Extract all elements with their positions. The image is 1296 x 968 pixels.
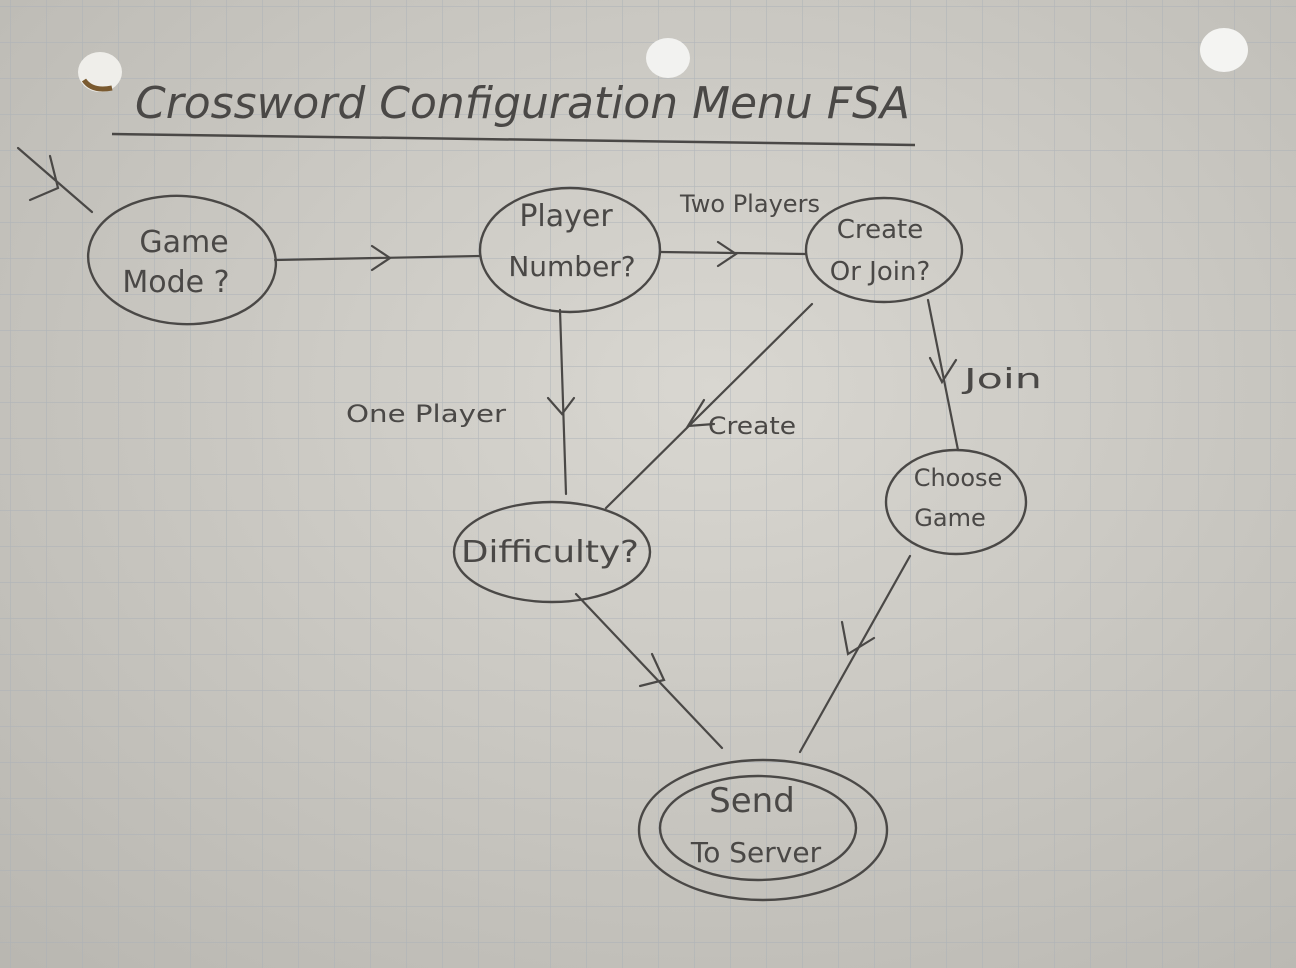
states [86, 186, 1028, 902]
state-player-number-line1: Player [519, 199, 613, 234]
edge-choose-game-to-send [798, 554, 912, 754]
state-labels: Game Mode ? Player Number? Create Or Joi… [122, 199, 1002, 869]
state-choose-game [884, 448, 1028, 556]
state-send-to-server-line2: To Server [690, 836, 822, 869]
state-difficulty-line1: Difficulty? [461, 535, 639, 570]
edge-create-or-join-to-difficulty [604, 302, 814, 510]
label-one-player: One Player [346, 400, 506, 428]
diagram-title: Crossword Configuration Menu FSA [135, 78, 910, 129]
state-game-mode-line1: Game [139, 225, 228, 260]
label-join: Join [961, 362, 1042, 395]
state-game-mode [86, 194, 278, 326]
initial-arrow [16, 146, 94, 214]
title-underline [111, 132, 916, 147]
edge-player-number-to-create-or-join [658, 240, 808, 268]
state-create-or-join-line2: Or Join? [830, 257, 931, 287]
state-create-or-join [804, 196, 964, 304]
state-send-to-server-outer [637, 758, 889, 902]
state-send-to-server-line1: Send [709, 781, 795, 821]
state-create-or-join-line1: Create [837, 215, 923, 245]
edge-difficulty-to-send [574, 592, 724, 750]
label-two-players: Two Players [679, 190, 820, 218]
label-create: Create [708, 412, 796, 440]
state-player-number [478, 186, 662, 314]
edge-create-or-join-to-choose-game [926, 298, 960, 452]
state-difficulty [452, 500, 652, 604]
punch-hole-left [78, 52, 122, 92]
punch-hole-middle [646, 38, 690, 78]
edge-game-mode-to-player-number [273, 244, 482, 272]
state-choose-game-line1: Choose [914, 464, 1003, 492]
state-player-number-line2: Number? [508, 250, 635, 283]
transitions [16, 146, 960, 754]
state-choose-game-line2: Game [914, 504, 985, 532]
state-game-mode-line2: Mode ? [122, 265, 229, 300]
state-send-to-server-inner [658, 774, 858, 882]
punch-holes [78, 28, 1248, 92]
punch-hole-right [1200, 28, 1248, 72]
edge-player-number-to-difficulty [546, 308, 576, 496]
